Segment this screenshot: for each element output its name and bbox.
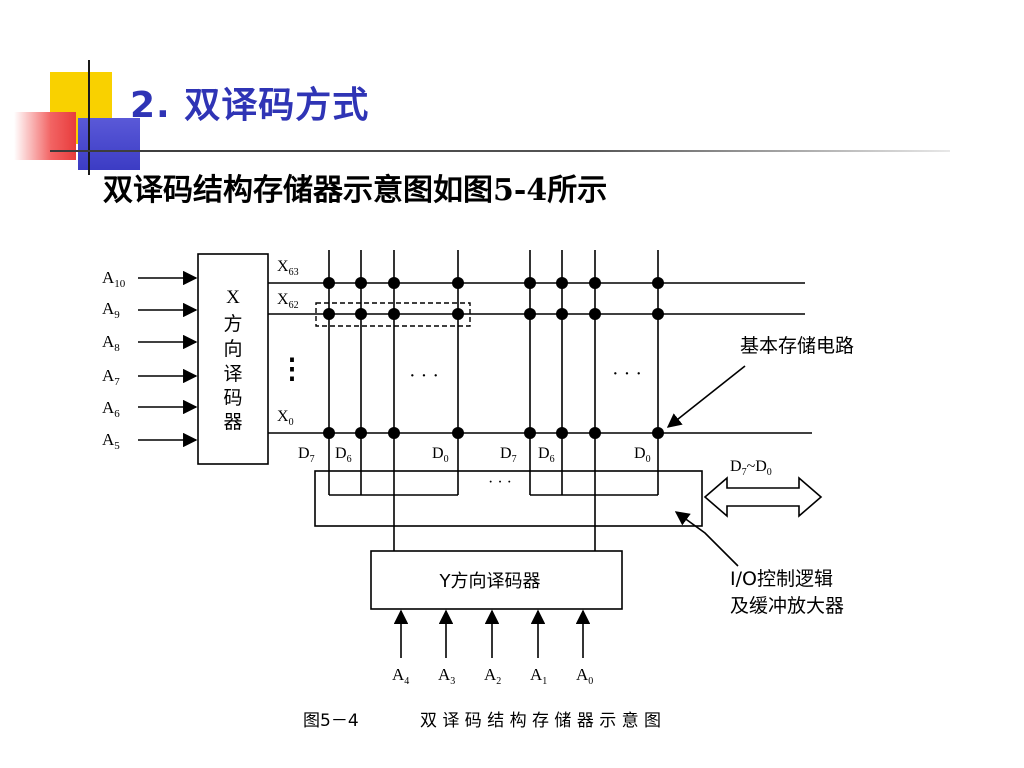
x-input-label: A5 [102,430,120,452]
x-decoder-label-char: X [226,287,240,308]
cell-dot [589,308,601,320]
cell-dot [388,308,400,320]
x-input-label: A10 [102,268,126,290]
cell-dot [452,427,464,439]
io-label-arrow [674,511,739,567]
bit-label: D0 [432,445,449,465]
cell-dot [524,277,536,289]
basic-cell-arrow [666,365,746,428]
y-address-inputs: A4 A3 A2 A1 A0 [392,609,593,687]
cell-dot [652,277,664,289]
cell-dot [524,427,536,439]
cell-dot [556,277,568,289]
figure-caption-number: 图5－4 [303,711,359,731]
decor-horizontal-line [50,150,950,152]
x-decoder-label-char: 器 [223,411,242,433]
row-label-x62: X62 [277,291,299,311]
x-decoder-label-char: 向 [223,338,242,360]
x-decoder-label-char: 译 [223,363,242,385]
cell-dot [524,308,536,320]
basic-cell-label: 基本存储电路 [740,335,854,357]
y-decoder-box [370,550,623,610]
cell-dot [355,277,367,289]
cell-dot [355,308,367,320]
cell-dot [388,427,400,439]
bit-label: D7 [298,445,315,465]
slide-title: 2. 双译码方式 [130,85,370,126]
y-input-label: A0 [576,665,593,687]
column-bit-lines [328,250,659,551]
slide-subtitle: 双译码结构存储器示意图如图5-4所示 [103,173,608,208]
cell-dot [323,308,335,320]
cell-dot [589,277,601,289]
storage-word-highlight [315,302,471,327]
row-vertical-dots: ⋮ [278,354,306,385]
x-decoder-label-char: 码 [223,387,242,409]
io-ellipsis: · · · [488,474,512,491]
decor-red-square [14,112,76,160]
y-input-label: A3 [438,665,455,687]
x-input-label: A9 [102,299,120,321]
x-input-label: A6 [102,398,120,420]
bit-labels: D7 D6 D0 D7 D6 D0 [298,445,651,465]
io-control-box [314,470,703,527]
y-input-label: A1 [530,665,547,687]
storage-cells [323,277,664,439]
bit-label: D6 [538,445,555,465]
row-label-x0: X0 [277,408,294,428]
x-input-label: A8 [102,332,120,354]
x-decoder-label-char: 方 [223,313,242,335]
cell-dot [323,427,335,439]
y-decoder-label: Y方向译码器 [439,571,541,592]
data-bus-label: D7~D0 [730,458,772,478]
data-bus-arrow [703,476,823,518]
bit-label: D6 [335,445,352,465]
decor-vertical-line [88,60,90,175]
cell-dot [652,308,664,320]
x-input-label: A7 [102,366,120,388]
cell-dot [452,277,464,289]
cell-dot [388,277,400,289]
row-select-lines [268,282,812,434]
bit-label: D7 [500,445,517,465]
io-label-line2: 及缓冲放大器 [730,595,844,617]
x-decoder: X 方 向 译 码 器 [197,253,269,465]
data-bus: D7~D0 [703,458,823,518]
cell-dot [556,308,568,320]
row-label-x63: X63 [277,258,299,278]
cell-dot [556,427,568,439]
array-ellipsis-right: · · · [612,363,642,385]
io-label-line1: I/O控制逻辑 [730,568,833,590]
x-decoder-box [197,253,269,465]
bit-label: D0 [634,445,651,465]
y-input-label: A2 [484,665,501,687]
figure-caption-text: 双 译 码 结 构 存 储 器 示 意 图 [420,711,661,731]
cell-dot [589,427,601,439]
cell-dot [652,427,664,439]
cell-dot [323,277,335,289]
x-address-inputs: A10 A9 A8 A7 A6 A5 [102,268,198,452]
y-input-label: A4 [392,665,409,687]
array-ellipsis-left: · · · [409,365,439,387]
cell-dot [355,427,367,439]
cell-dot [452,308,464,320]
